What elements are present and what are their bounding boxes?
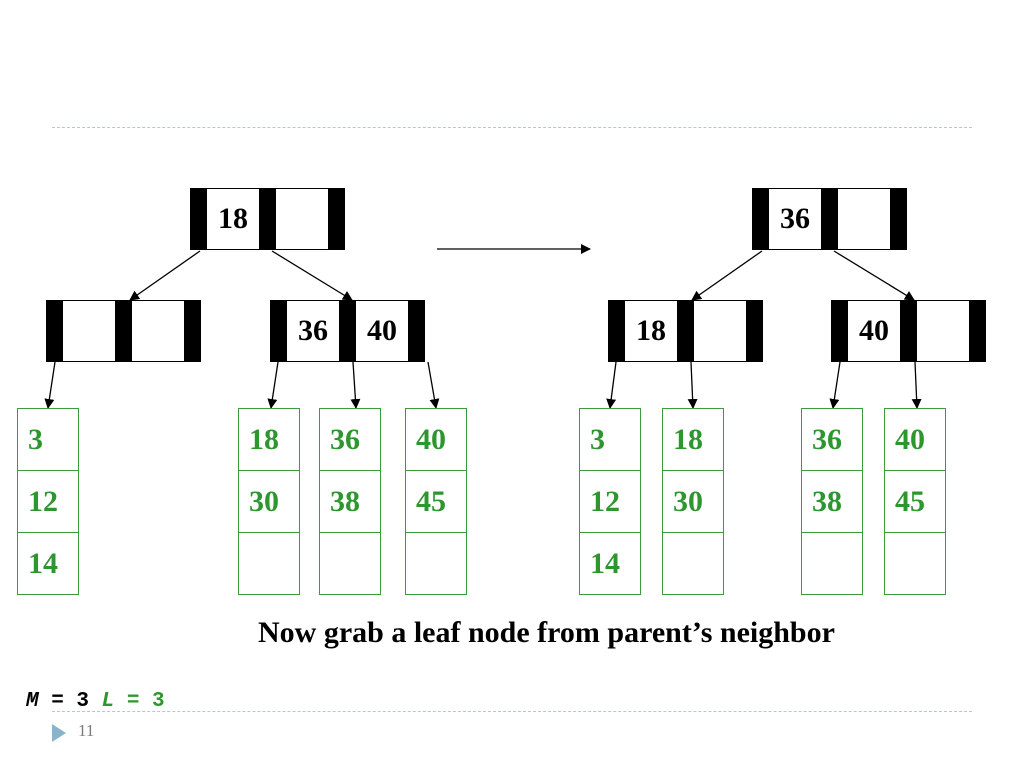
- edge-after-right-leaf2: [911, 361, 922, 409]
- leaf-key: 30: [662, 471, 724, 533]
- edge-before-right-leaf3: [427, 361, 440, 409]
- after-leaf-3: 36 38: [801, 408, 863, 595]
- after-leaf-4: 40 45: [884, 408, 946, 595]
- key: [694, 300, 746, 362]
- edge-before-root-left: [129, 250, 201, 301]
- leaf-key: 45: [884, 471, 946, 533]
- after-root-node: 36: [752, 188, 907, 250]
- key: 36: [287, 300, 339, 362]
- key: [132, 300, 184, 362]
- l-label: L: [101, 690, 115, 713]
- leaf-key: [405, 533, 467, 595]
- edge-after-left-leaf1: [606, 361, 617, 409]
- leaf-key: [319, 533, 381, 595]
- m-value: = 3: [38, 690, 102, 713]
- leaf-key: [238, 533, 300, 595]
- after-leaf-1: 3 12 14: [579, 408, 641, 595]
- leaf-key: 40: [884, 408, 946, 471]
- edge-after-root-right: [833, 250, 915, 301]
- leaf-key: 36: [319, 408, 381, 471]
- key: 36: [769, 188, 821, 250]
- leaf-key: 18: [662, 408, 724, 471]
- slide-bullet-icon: [52, 724, 66, 742]
- key: 18: [207, 188, 259, 250]
- leaf-key: 14: [579, 533, 641, 595]
- leaf-key: 3: [17, 408, 79, 471]
- edge-after-right-leaf1: [829, 361, 841, 409]
- leaf-key: 14: [17, 533, 79, 595]
- leaf-key: [884, 533, 946, 595]
- before-leaf-2: 18 30: [238, 408, 300, 595]
- edge-before-right-leaf1: [267, 361, 279, 409]
- edge-after-left-leaf2: [687, 361, 698, 409]
- leaf-key: 3: [579, 408, 641, 471]
- leaf-key: 30: [238, 471, 300, 533]
- leaf-key: 36: [801, 408, 863, 471]
- caption: Now grab a leaf node from parent’s neigh…: [258, 616, 835, 649]
- edge-before-left-leaf: [44, 361, 56, 409]
- before-leaf-4: 40 45: [405, 408, 467, 595]
- before-leaf-1: 3 12 14: [17, 408, 79, 595]
- key: [917, 300, 969, 362]
- key: 18: [625, 300, 677, 362]
- bottom-divider: [52, 711, 972, 712]
- edge-after-root-left: [691, 250, 763, 301]
- leaf-key: 12: [579, 471, 641, 533]
- key: [63, 300, 115, 362]
- top-divider: [52, 127, 972, 128]
- slide-number: 11: [78, 721, 95, 740]
- key: 40: [356, 300, 408, 362]
- leaf-key: 12: [17, 471, 79, 533]
- edge-before-right-leaf2: [350, 361, 361, 409]
- before-right-internal-node: 36 40: [270, 300, 425, 362]
- key: 40: [848, 300, 900, 362]
- leaf-key: 45: [405, 471, 467, 533]
- leaf-key: 18: [238, 408, 300, 471]
- l-value: = 3: [114, 690, 165, 713]
- after-left-internal-node: 18: [608, 300, 763, 362]
- after-leaf-2: 18 30: [662, 408, 724, 595]
- before-leaf-3: 36 38: [319, 408, 381, 595]
- parameters: M = 3 L = 3: [26, 690, 165, 713]
- leaf-key: 38: [801, 471, 863, 533]
- leaf-key: [662, 533, 724, 595]
- after-right-internal-node: 40: [831, 300, 986, 362]
- m-label: M: [26, 690, 39, 713]
- edge-before-root-right: [271, 250, 353, 301]
- key: [838, 188, 890, 250]
- leaf-key: [801, 533, 863, 595]
- before-left-internal-node: [46, 300, 201, 362]
- leaf-key: 40: [405, 408, 467, 471]
- before-root-node: 18: [190, 188, 345, 250]
- leaf-key: 38: [319, 471, 381, 533]
- key: [276, 188, 328, 250]
